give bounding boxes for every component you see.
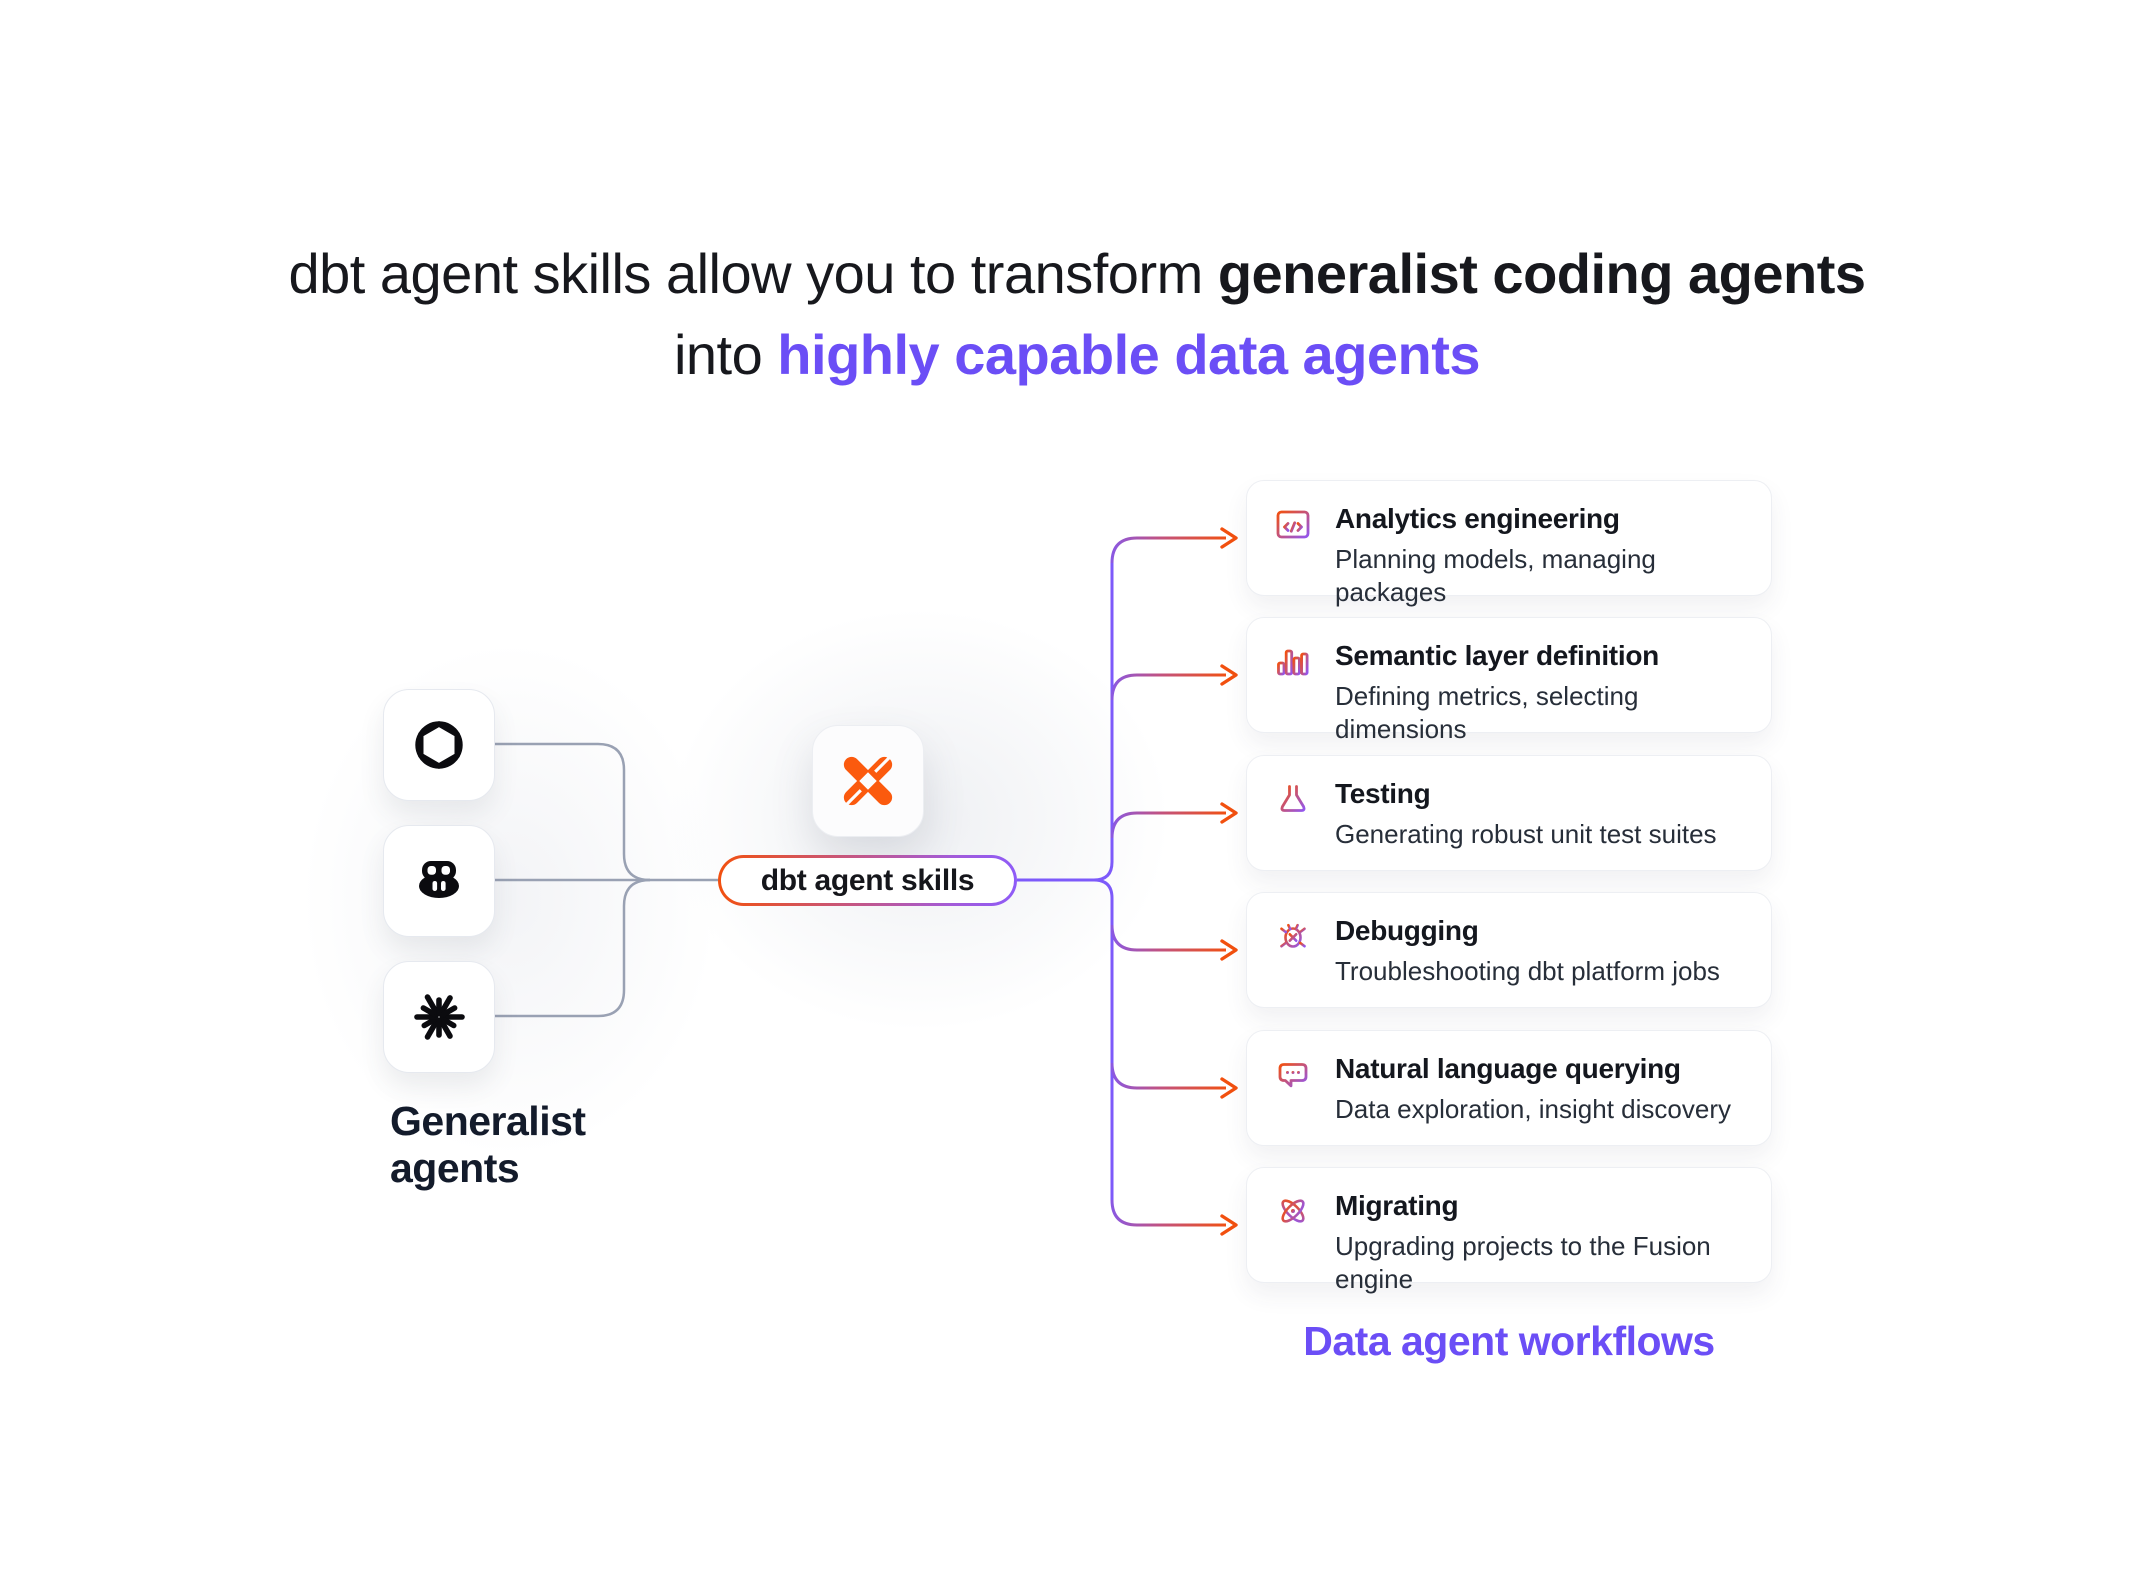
workflow-title: Migrating bbox=[1335, 1190, 1459, 1221]
dbt-agent-skills-pill: dbt agent skills bbox=[718, 855, 1017, 906]
headline-line1-bold: generalist coding agents bbox=[1217, 242, 1866, 305]
github-copilot-logo-icon bbox=[419, 861, 459, 898]
workflow-card-text: Testing Generating robust unit test suit… bbox=[1335, 777, 1717, 851]
workflow-title: Analytics engineering bbox=[1335, 503, 1620, 534]
workflow-card-text: Semantic layer definition Defining metri… bbox=[1335, 639, 1745, 746]
workflow-title: Semantic layer definition bbox=[1335, 640, 1659, 671]
workflow-card-text: Analytics engineering Planning models, m… bbox=[1335, 502, 1745, 609]
dbt-logo-icon bbox=[843, 756, 893, 806]
chat-bubble-icon bbox=[1278, 1063, 1308, 1088]
branch-lines bbox=[1110, 536, 1226, 1227]
workflow-card-debugging: Debugging Troubleshooting dbt platform j… bbox=[1246, 892, 1772, 1008]
workflow-subtitle: Data exploration, insight discovery bbox=[1335, 1094, 1731, 1124]
workflow-card-semantic-layer: Semantic layer definition Defining metri… bbox=[1246, 617, 1772, 744]
dbt-logo-card bbox=[812, 725, 924, 837]
workflow-subtitle: Generating robust unit test suites bbox=[1335, 819, 1717, 849]
workflow-subtitle: Upgrading projects to the Fusion engine bbox=[1335, 1231, 1711, 1294]
openai-logo-icon bbox=[415, 721, 463, 769]
workflow-card-text: Migrating Upgrading projects to the Fusi… bbox=[1335, 1189, 1745, 1296]
gray-merge-lines bbox=[493, 742, 718, 1018]
headline-line-1: dbt agent skills allow you to transform … bbox=[0, 233, 2154, 314]
bar-chart-icon bbox=[1277, 649, 1309, 676]
data-agent-workflows-label: Data agent workflows bbox=[1303, 1318, 1715, 1364]
workflow-title: Natural language querying bbox=[1335, 1053, 1681, 1084]
headline: dbt agent skills allow you to transform … bbox=[0, 233, 2154, 395]
agent-card-github-copilot bbox=[383, 825, 495, 937]
atom-icon bbox=[1281, 1199, 1305, 1223]
generalist-agents-label: Generalist agents bbox=[390, 1098, 586, 1191]
purple-trunk-lines bbox=[1017, 563, 1114, 1200]
workflow-card-text: Debugging Troubleshooting dbt platform j… bbox=[1335, 914, 1720, 988]
headline-line2-bold: highly capable data agents bbox=[777, 323, 1481, 386]
headline-line2-regular: into bbox=[673, 323, 778, 386]
workflow-card-migrating: Migrating Upgrading projects to the Fusi… bbox=[1246, 1167, 1772, 1294]
headline-line1-regular: dbt agent skills allow you to transform bbox=[288, 242, 1218, 305]
workflow-subtitle: Planning models, managing packages bbox=[1335, 544, 1656, 607]
code-window-icon bbox=[1276, 510, 1310, 539]
agent-card-claude bbox=[383, 961, 495, 1073]
workflow-card-analytics-engineering: Analytics engineering Planning models, m… bbox=[1246, 480, 1772, 607]
workflow-card-text: Natural language querying Data explorati… bbox=[1335, 1052, 1731, 1126]
flask-icon bbox=[1280, 785, 1306, 812]
workflow-title: Testing bbox=[1335, 778, 1431, 809]
workflow-card-natural-language-querying: Natural language querying Data explorati… bbox=[1246, 1030, 1772, 1146]
agent-card-openai bbox=[383, 689, 495, 801]
workflow-subtitle: Defining metrics, selecting dimensions bbox=[1335, 681, 1639, 744]
claude-starburst-logo-icon bbox=[414, 994, 465, 1040]
workflow-title: Debugging bbox=[1335, 915, 1479, 946]
bug-icon bbox=[1278, 923, 1308, 948]
arrowhead-icons bbox=[1220, 527, 1238, 1236]
workflow-subtitle: Troubleshooting dbt platform jobs bbox=[1335, 956, 1720, 986]
workflow-card-testing: Testing Generating robust unit test suit… bbox=[1246, 755, 1772, 871]
headline-line-2: into highly capable data agents bbox=[0, 314, 2154, 395]
dbt-agent-skills-pill-label: dbt agent skills bbox=[721, 858, 1014, 903]
